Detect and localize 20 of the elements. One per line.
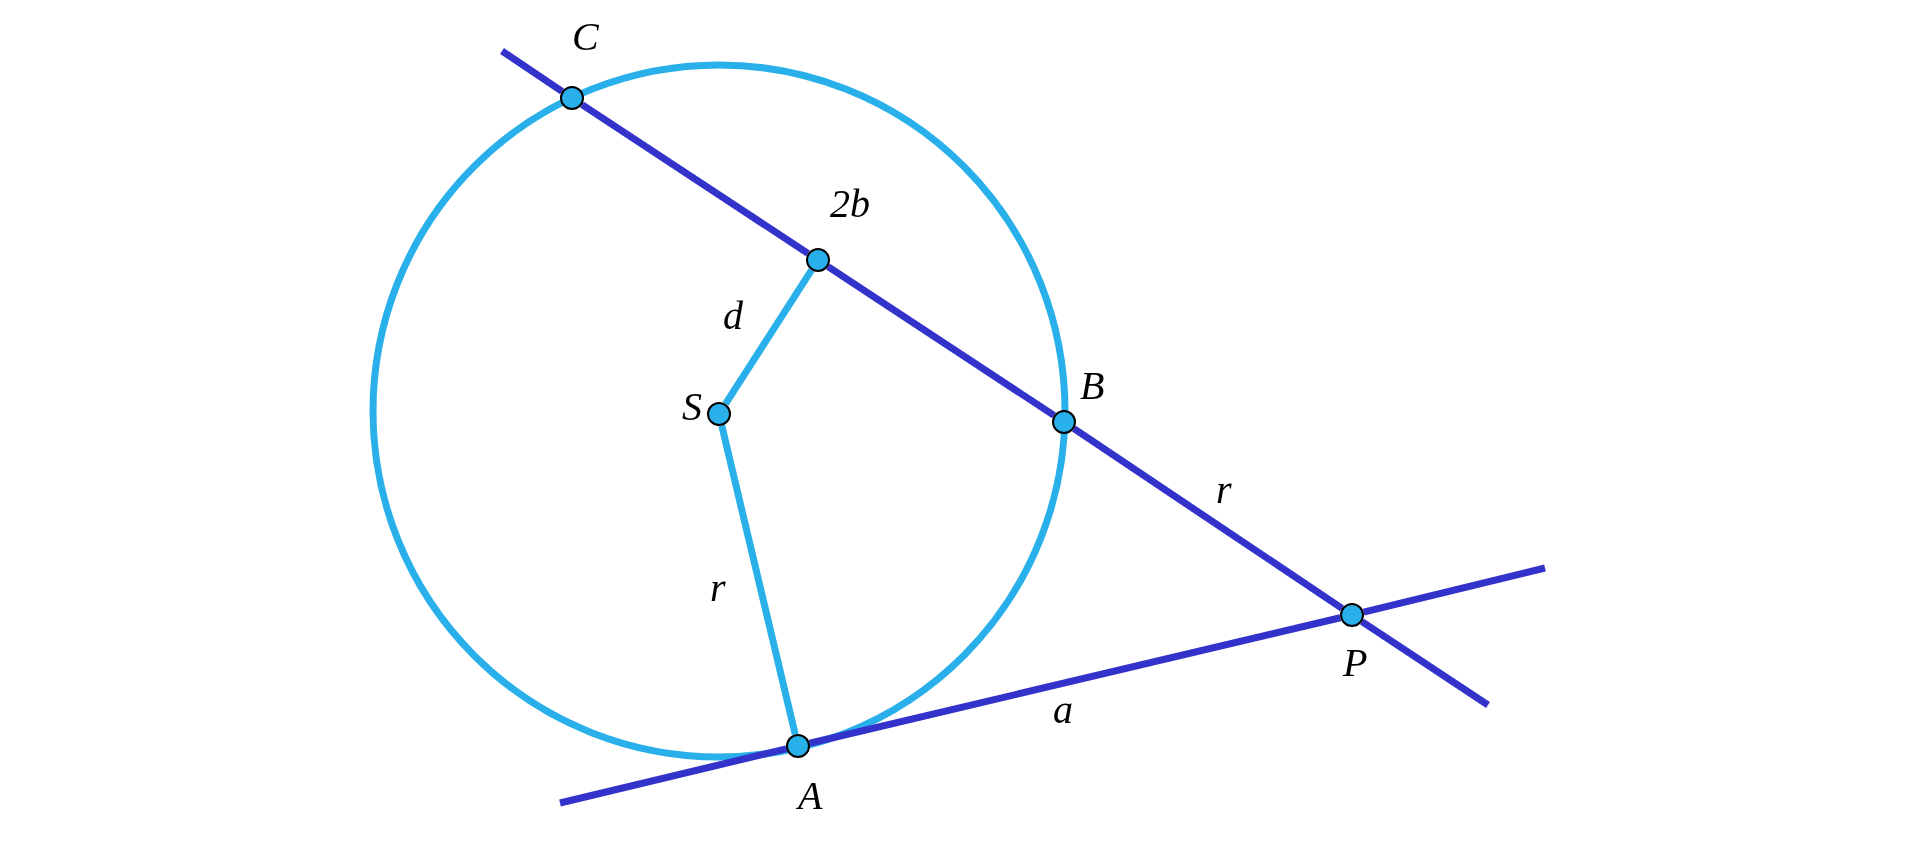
line (500, 48, 564, 95)
point-label: C (572, 15, 599, 59)
length-label: d (723, 294, 743, 338)
line-segment (718, 424, 799, 736)
point-label: P (1343, 641, 1368, 685)
point-label: B (1080, 364, 1105, 408)
point-label: A (798, 774, 823, 818)
line (580, 101, 810, 257)
line (1360, 618, 1490, 708)
length-label: a (1053, 688, 1073, 732)
line-segment (1072, 425, 1344, 612)
point-label: 2b (830, 182, 870, 226)
line (826, 263, 1056, 419)
line-segment (722, 268, 815, 406)
point-label: S (682, 385, 702, 429)
length-label: r (1216, 468, 1232, 512)
line (1362, 564, 1546, 616)
line-segment (808, 614, 1342, 747)
length-label: r (710, 566, 726, 610)
line (559, 745, 788, 807)
